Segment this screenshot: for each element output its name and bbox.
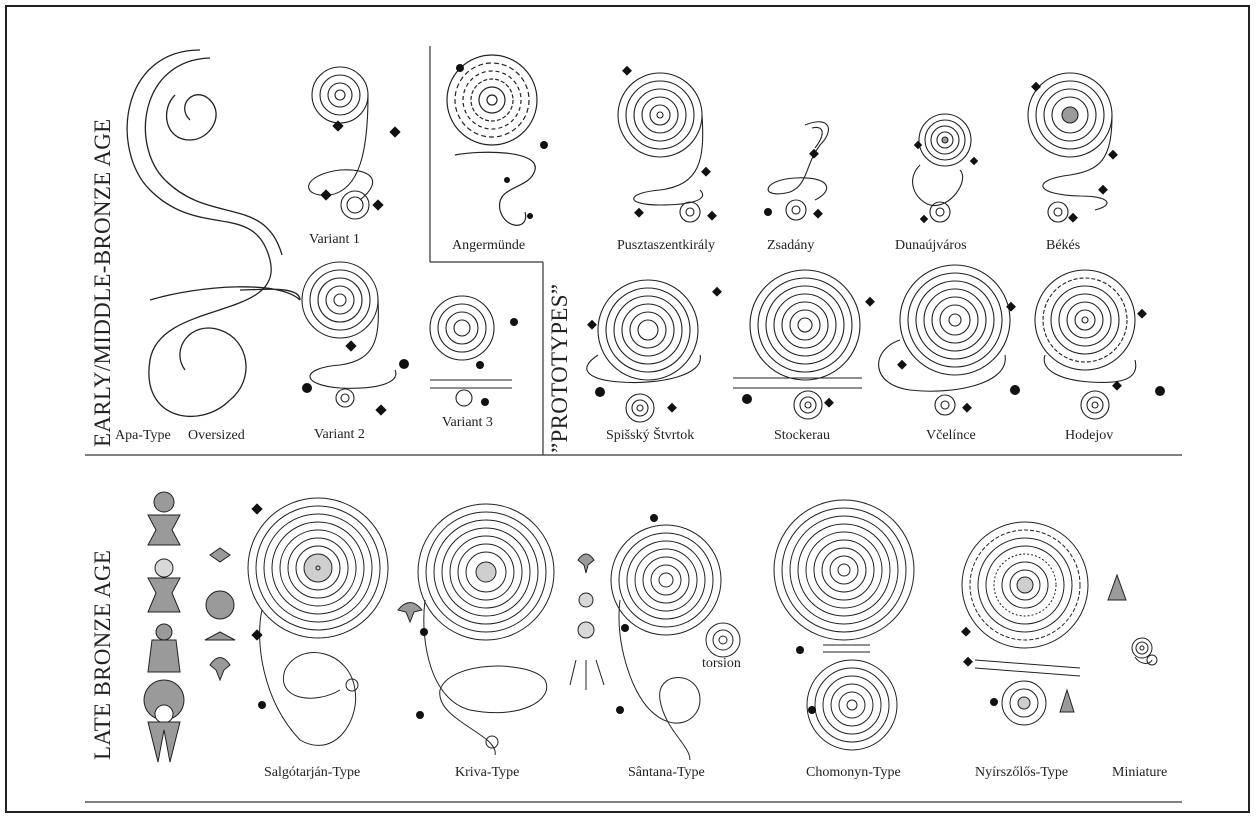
section-prototypes: ”PROTOTYPES” bbox=[547, 284, 573, 453]
label-zsadany: Zsadány bbox=[767, 238, 814, 254]
label-santana-type: Sântana-Type bbox=[628, 765, 705, 781]
pendant-icon bbox=[578, 622, 594, 638]
kriva-markers bbox=[398, 603, 422, 623]
variant3-spiral bbox=[430, 296, 512, 406]
bekes-spiral bbox=[1028, 73, 1112, 222]
label-miniature: Miniature bbox=[1112, 765, 1167, 781]
variant2-spiral bbox=[302, 262, 396, 407]
divider-lines bbox=[85, 46, 1182, 802]
pusztaszentkiraly-spiral bbox=[618, 73, 703, 222]
variant1-spiral bbox=[309, 67, 373, 219]
label-stockerau: Stockerau bbox=[774, 428, 830, 444]
label-variant-1: Variant 1 bbox=[309, 232, 360, 248]
angermunde-markers bbox=[456, 64, 548, 219]
variant1-markers bbox=[320, 120, 400, 210]
label-variant-3: Variant 3 bbox=[442, 415, 493, 431]
pendant-icon bbox=[154, 492, 174, 512]
hodejov-spiral bbox=[1035, 270, 1136, 419]
label-salgotarjan-type: Salgótarján-Type bbox=[264, 765, 360, 781]
label-spissky-stvrtok: Spišský Štvrtok bbox=[606, 428, 694, 444]
section-late-bronze-age: LATE BRONZE AGE bbox=[90, 550, 116, 760]
miniature-spiral bbox=[1132, 638, 1157, 665]
salgotarjan-markers bbox=[251, 503, 266, 709]
label-kriva-type: Kriva-Type bbox=[455, 765, 519, 781]
pendant-icon bbox=[210, 658, 230, 681]
label-angermunde: Angermünde bbox=[452, 238, 525, 254]
salgotarjan-spiral bbox=[248, 498, 388, 745]
pendant-icon bbox=[148, 515, 180, 545]
dunaujvaros-markers bbox=[914, 141, 978, 223]
chomonyn-spiral bbox=[774, 500, 914, 750]
pendant-icon bbox=[398, 603, 422, 623]
label-bekes: Békés bbox=[1046, 238, 1080, 254]
label-apa-type: Apa-Type bbox=[115, 428, 171, 444]
variant3-markers bbox=[476, 318, 518, 406]
salgotarjan-pendant-icons bbox=[144, 492, 235, 762]
stockerau-spiral bbox=[733, 270, 862, 419]
section-early-middle-bronze-age: EARLY/MIDDLE-BRONZE AGE bbox=[90, 119, 116, 447]
pendant-icon bbox=[155, 705, 173, 723]
spissky-markers bbox=[587, 287, 722, 413]
pendant-icon bbox=[578, 554, 594, 573]
nyirszolos-spiral bbox=[962, 522, 1088, 725]
pendant-icon bbox=[148, 640, 180, 672]
pendant-icon bbox=[1108, 575, 1126, 600]
label-oversized: Oversized bbox=[188, 428, 245, 444]
label-pusztaszentkiraly: Pusztaszentkirály bbox=[617, 238, 715, 254]
dunaujvaros-spiral bbox=[913, 114, 971, 222]
kriva-spiral bbox=[418, 504, 554, 755]
label-torsion: torsion bbox=[702, 656, 741, 672]
apa-oversized-spiral bbox=[127, 50, 300, 416]
santana-spiral bbox=[611, 525, 740, 760]
label-dunaujvaros: Dunaújváros bbox=[895, 238, 967, 254]
pendant-icon bbox=[206, 591, 234, 619]
label-chomonyn-type: Chomonyn-Type bbox=[806, 765, 901, 781]
bekes-markers bbox=[1031, 82, 1118, 223]
label-variant-2: Variant 2 bbox=[314, 427, 365, 443]
pendant-icon bbox=[205, 632, 235, 640]
nyirszolos-pendant-icons bbox=[1060, 575, 1126, 712]
variant2-markers bbox=[302, 340, 409, 415]
zsadany-spiral bbox=[768, 122, 828, 220]
hodejov-markers bbox=[1112, 309, 1165, 396]
pendant-icon bbox=[1060, 690, 1074, 712]
pendant-icon bbox=[155, 559, 173, 577]
label-nyirszolos-type: Nyírszőlős-Type bbox=[975, 765, 1068, 781]
pendant-icon bbox=[148, 722, 180, 762]
santana-pendant-icons bbox=[570, 554, 604, 690]
spissky-spiral bbox=[587, 280, 701, 422]
pendant-icon bbox=[148, 578, 180, 612]
pendant-icon bbox=[579, 593, 593, 607]
pendant-icon bbox=[570, 660, 604, 690]
pendant-icon bbox=[210, 548, 230, 562]
label-hodejov: Hodejov bbox=[1065, 428, 1113, 444]
label-vcelince: Včelínce bbox=[926, 428, 976, 444]
vcelince-spiral bbox=[879, 265, 1010, 415]
angermunde-spiral bbox=[447, 55, 537, 225]
pendant-icon bbox=[156, 624, 172, 640]
